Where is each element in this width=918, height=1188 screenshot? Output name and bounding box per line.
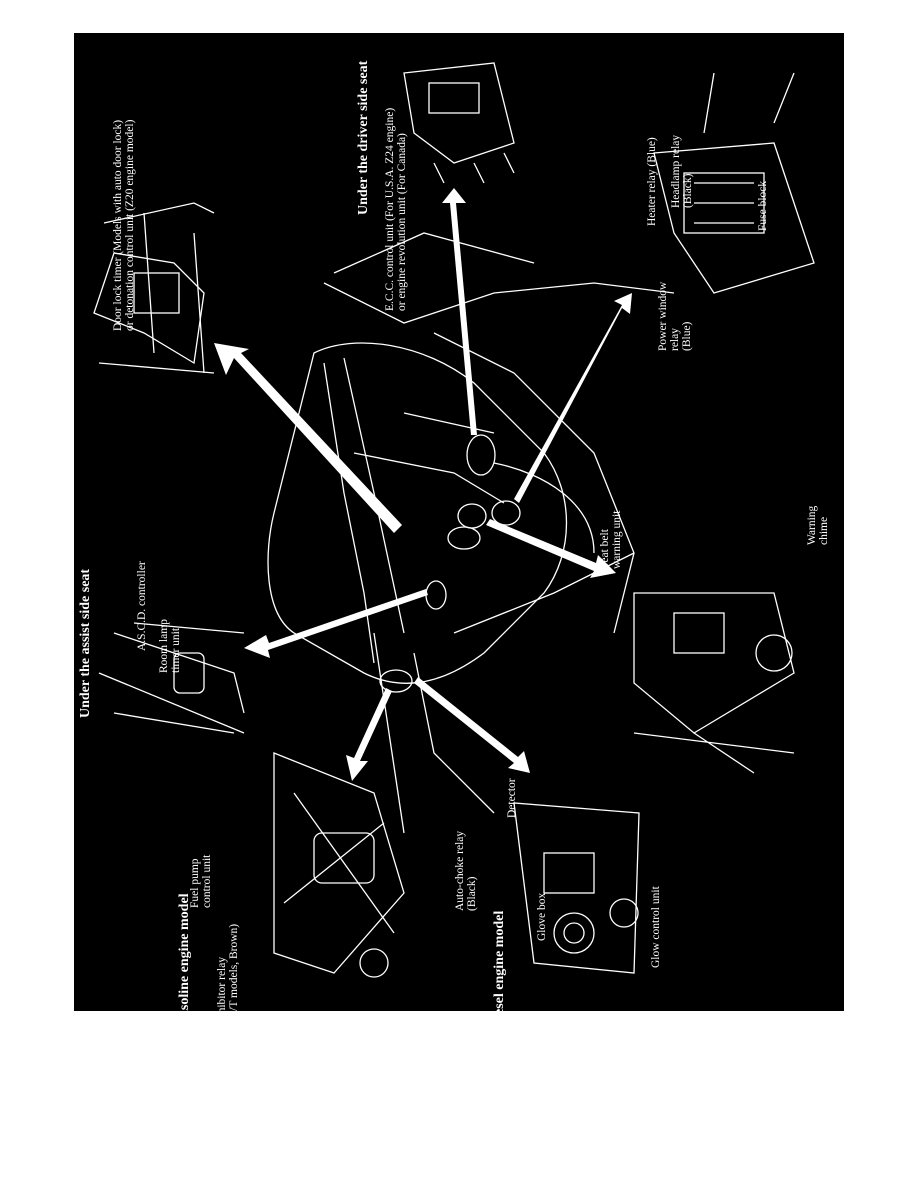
location-circle-ecc	[466, 434, 496, 476]
header-assist-side-seat: Under the assist side seat	[78, 568, 93, 718]
line-art	[93, 62, 815, 978]
inset-assist-seat	[98, 622, 245, 734]
label-inhibitor-relay: Inhibitor relay (A/T models, Brown)	[216, 923, 240, 1011]
location-circle-room-lamp	[425, 580, 447, 610]
label-detector: Detector	[506, 778, 518, 818]
label-seat-belt-warning-unit: Seat belt warning unit	[599, 510, 623, 569]
inset-gasoline-engine	[273, 752, 405, 978]
location-circle-engine	[379, 669, 413, 693]
label-door-lock-timer: Door lock timer (Models with auto door l…	[112, 119, 136, 331]
inset-ecc-unit	[403, 62, 515, 184]
location-circle-power-window	[491, 500, 521, 526]
label-fuel-pump-control-unit: Fuel pump control unit	[189, 854, 213, 908]
header-diesel-engine-model: Diesel engine model	[492, 910, 507, 1011]
pointer-arrows	[214, 188, 632, 781]
label-warning-chime: Warning chime	[806, 505, 830, 545]
label-ecc-control-unit: E.C.C. control unit (For U.S.A. Z24 engi…	[384, 107, 408, 311]
label-glove-box: Glove box	[536, 892, 548, 941]
label-glow-control-unit: Glow control unit	[650, 886, 662, 968]
label-fuse-block: Fuse block	[757, 180, 769, 231]
inset-fuse-block	[653, 72, 815, 294]
label-heater-relay: Heater relay (Blue)	[646, 137, 658, 226]
inset-seat-belt	[633, 592, 795, 774]
location-circle-fuse	[457, 503, 487, 529]
label-ascd-controller: A.S.C.D. controller	[136, 561, 148, 651]
label-room-lamp-timer: Room lamp timer unit	[158, 619, 182, 673]
label-auto-choke-relay: Auto-choke relay (Black)	[454, 830, 478, 911]
label-power-window-relay: Power window relay (Blue)	[657, 281, 693, 351]
label-headlamp-relay: Headlamp relay (Black)	[670, 134, 694, 208]
location-circle-assist-seat	[447, 526, 481, 550]
inset-diesel-engine	[513, 802, 640, 974]
header-gasoline-engine-model: Gasoline engine model	[177, 893, 192, 1011]
wiring-location-diagram: Under the assist side seat Under the dri…	[74, 33, 844, 1011]
header-driver-side-seat: Under the driver side seat	[356, 60, 371, 215]
inset-door-lock-timer	[93, 202, 215, 374]
